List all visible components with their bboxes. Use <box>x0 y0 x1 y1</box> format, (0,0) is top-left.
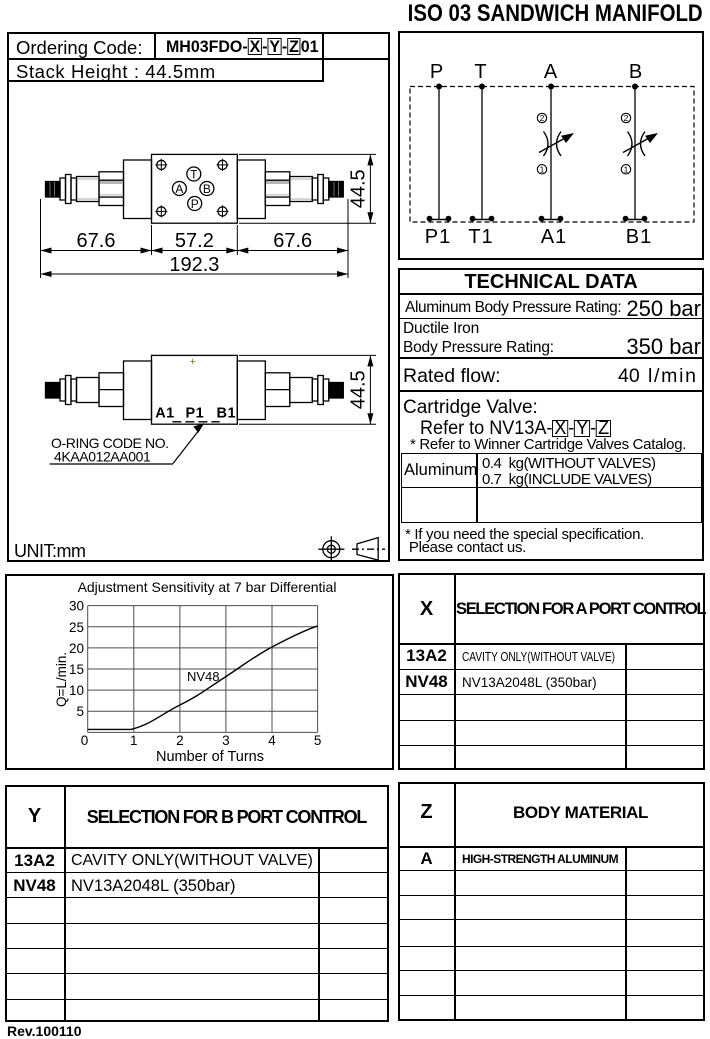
svg-text:25: 25 <box>69 620 84 635</box>
svg-text:5: 5 <box>314 733 322 748</box>
svg-text:Adjustment Sensitivity at 7 ba: Adjustment Sensitivity at 7 bar Differen… <box>78 579 337 595</box>
svg-text:P1: P1 <box>425 226 451 248</box>
svg-text:3: 3 <box>222 733 230 748</box>
svg-text:T: T <box>190 167 198 181</box>
svg-text:5: 5 <box>76 704 84 719</box>
svg-text:T1: T1 <box>468 226 493 248</box>
svg-text:A1: A1 <box>541 226 567 248</box>
svg-text:NV48: NV48 <box>187 669 220 684</box>
svg-text:B1: B1 <box>626 226 652 248</box>
svg-text:+: + <box>189 356 195 368</box>
svg-text:10: 10 <box>69 683 84 698</box>
svg-text:67.6: 67.6 <box>77 230 116 252</box>
svg-text:O-RING CODE NO.: O-RING CODE NO. <box>51 435 169 451</box>
svg-text:A1: A1 <box>155 406 175 422</box>
svg-text:4KAA012AA001: 4KAA012AA001 <box>54 449 151 465</box>
svg-text:P1: P1 <box>186 406 205 422</box>
svg-text:1: 1 <box>130 733 138 748</box>
svg-text:1: 1 <box>624 164 629 174</box>
svg-text:B: B <box>629 61 643 83</box>
svg-text:2: 2 <box>624 113 629 123</box>
svg-text:192.3: 192.3 <box>169 254 219 276</box>
svg-text:4: 4 <box>268 733 276 748</box>
svg-text:2: 2 <box>176 733 184 748</box>
svg-text:B: B <box>203 182 211 196</box>
svg-text:2: 2 <box>540 113 545 123</box>
svg-text:57.2: 57.2 <box>175 230 214 252</box>
svg-text:30: 30 <box>69 599 84 614</box>
svg-text:20: 20 <box>69 641 84 656</box>
svg-text:15: 15 <box>69 662 84 677</box>
svg-text:P: P <box>191 197 199 211</box>
svg-text:B1: B1 <box>217 406 237 422</box>
svg-text:44.5: 44.5 <box>348 169 370 208</box>
svg-text:T: T <box>474 61 487 83</box>
svg-text:A: A <box>175 182 183 196</box>
svg-text:UNIT:mm: UNIT:mm <box>14 541 86 561</box>
svg-text:44.5: 44.5 <box>348 370 370 409</box>
svg-text:67.6: 67.6 <box>273 230 312 252</box>
svg-text:A: A <box>544 61 558 83</box>
svg-text:0: 0 <box>81 733 89 748</box>
svg-text:P: P <box>430 61 444 83</box>
svg-text:Number of Turns: Number of Turns <box>156 749 264 765</box>
svg-text:Q=L/min.: Q=L/min. <box>54 652 69 707</box>
svg-text:1: 1 <box>540 164 545 174</box>
